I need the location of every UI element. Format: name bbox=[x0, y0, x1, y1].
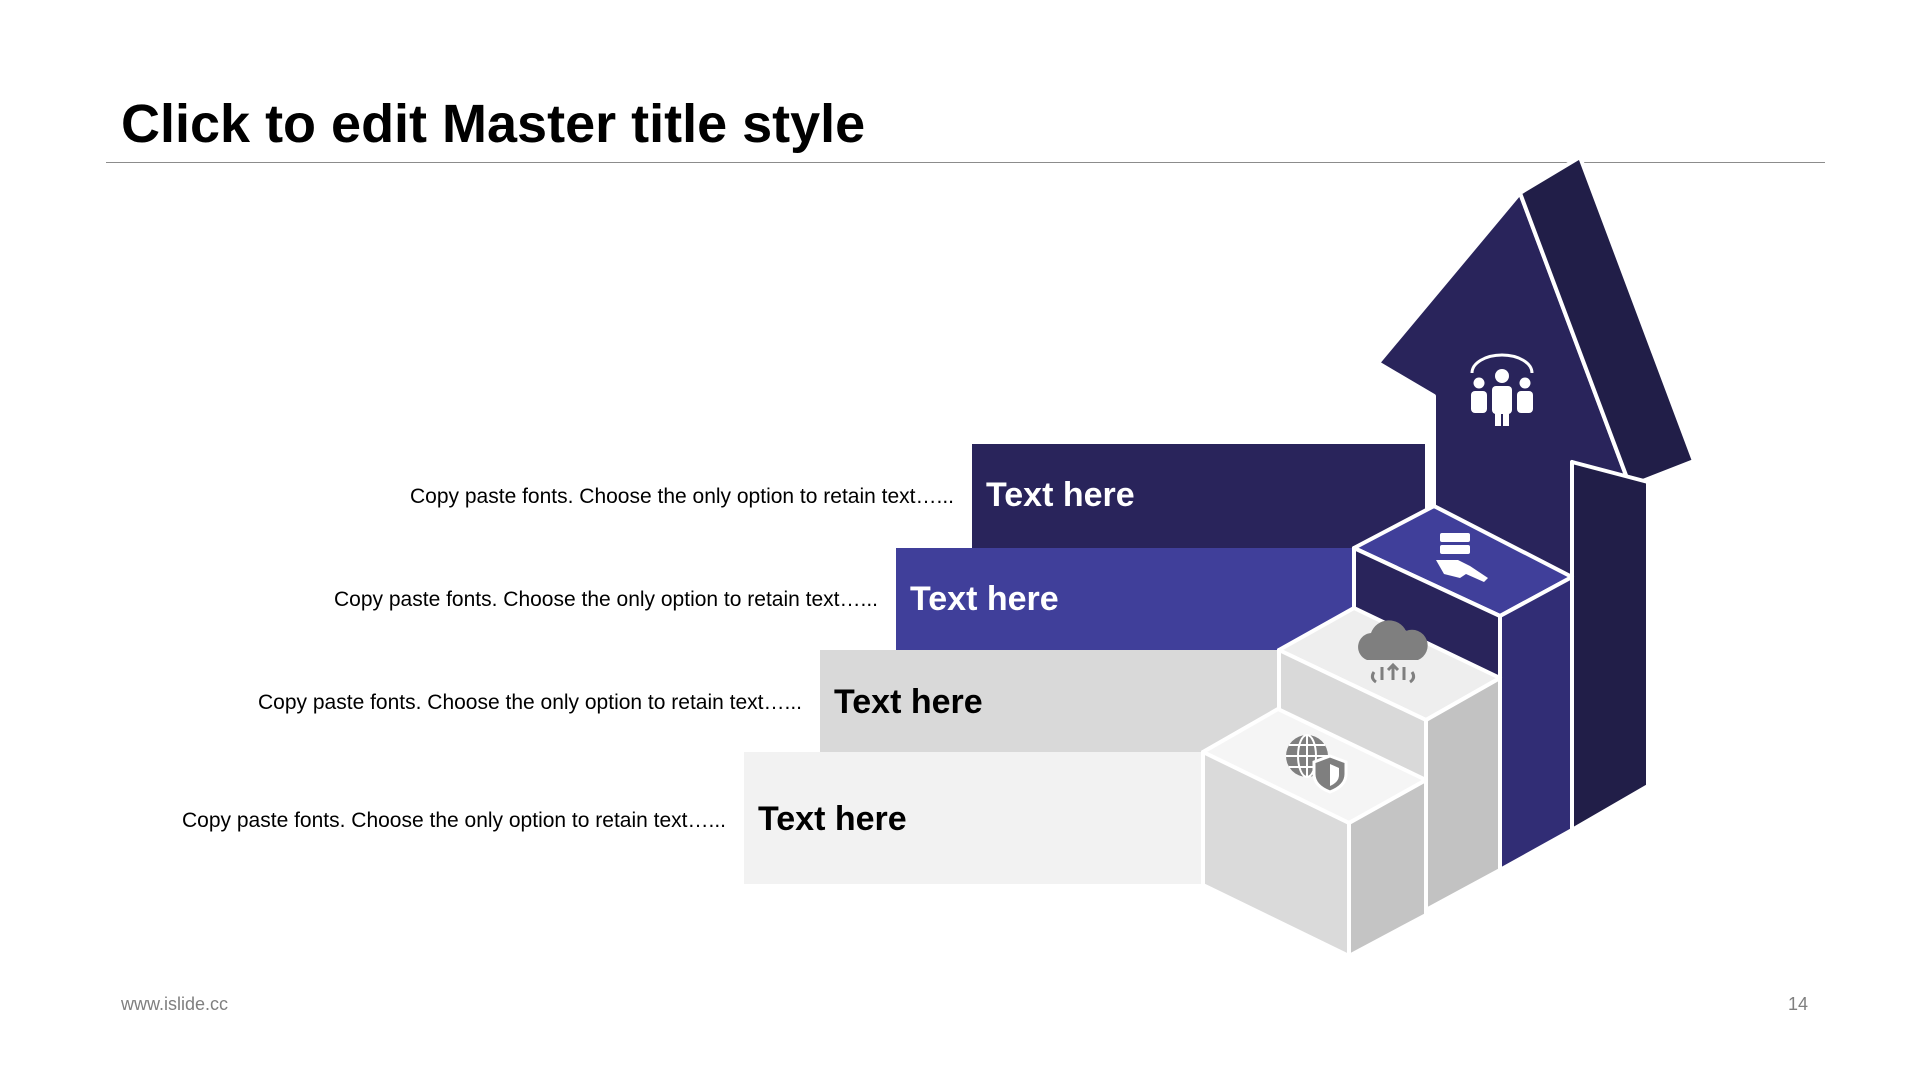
step-band-2 bbox=[896, 548, 1354, 650]
step-label-1: Text here bbox=[986, 476, 1135, 514]
step-band-4 bbox=[744, 752, 1203, 884]
page-number: 14 bbox=[1788, 994, 1809, 1014]
footer-url: www.islide.cc bbox=[121, 994, 229, 1014]
step-band-3 bbox=[820, 650, 1279, 752]
slide-title: Click to edit Master title style bbox=[121, 94, 866, 154]
title-divider bbox=[106, 162, 1825, 163]
step-description-2: Copy paste fonts. Choose the only option… bbox=[334, 588, 878, 611]
step-label-3: Text here bbox=[834, 683, 983, 721]
step-description-4: Copy paste fonts. Choose the only option… bbox=[182, 809, 726, 832]
step-band-1 bbox=[972, 444, 1425, 548]
step-description-1: Copy paste fonts. Choose the only option… bbox=[410, 485, 954, 508]
step-label-4: Text here bbox=[758, 800, 907, 838]
step-description-3: Copy paste fonts. Choose the only option… bbox=[258, 691, 802, 714]
globe-shield-icon bbox=[1286, 734, 1348, 794]
cloud-upload-icon bbox=[1358, 620, 1428, 684]
people-team-icon bbox=[1470, 353, 1534, 426]
hand-money-icon bbox=[1436, 533, 1488, 582]
step-label-2: Text here bbox=[910, 580, 1059, 618]
